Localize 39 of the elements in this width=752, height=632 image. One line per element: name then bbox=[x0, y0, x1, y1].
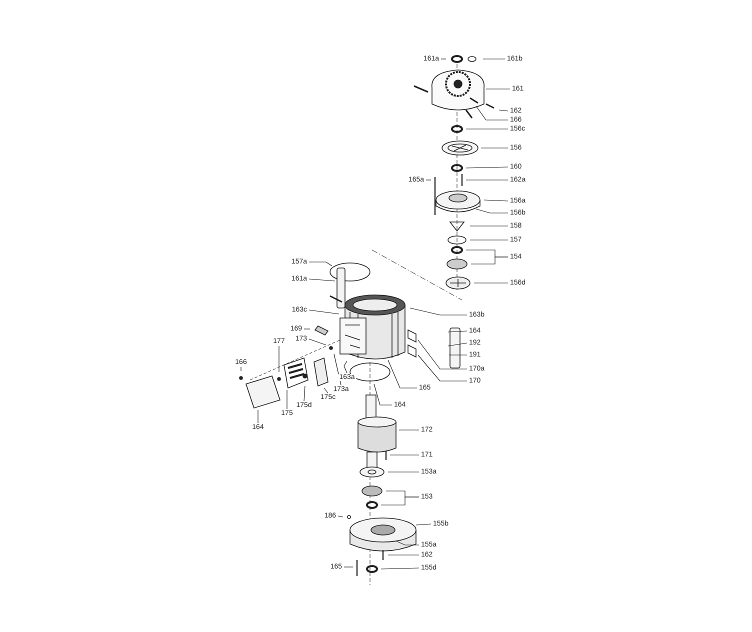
leader-line bbox=[338, 516, 344, 518]
leader-line bbox=[498, 110, 508, 112]
leader-line bbox=[308, 262, 332, 266]
leader-line bbox=[308, 310, 340, 314]
leader-line bbox=[416, 524, 432, 526]
leader-line bbox=[334, 354, 342, 386]
leader-line bbox=[486, 88, 510, 90]
leader-line bbox=[380, 496, 420, 506]
leader-line bbox=[418, 354, 468, 382]
leader-line bbox=[374, 384, 392, 406]
leader-line bbox=[278, 346, 280, 372]
leader-line bbox=[448, 342, 468, 346]
leader-line bbox=[304, 386, 306, 402]
leader-line bbox=[344, 566, 354, 568]
leader-line bbox=[286, 390, 288, 410]
leader-line bbox=[240, 366, 242, 372]
leader-line bbox=[476, 106, 508, 120]
leader-line bbox=[470, 256, 508, 264]
leader-line bbox=[476, 208, 508, 214]
leader-line bbox=[440, 58, 446, 60]
leader-line bbox=[344, 360, 348, 374]
leader-line bbox=[304, 328, 310, 330]
leader-line bbox=[448, 354, 468, 356]
leader-line bbox=[396, 540, 420, 546]
leader-line bbox=[484, 200, 508, 202]
leader-line bbox=[388, 360, 418, 388]
leader-line bbox=[474, 282, 508, 284]
leader-line bbox=[308, 338, 326, 346]
leader-line bbox=[410, 308, 468, 316]
leader-line bbox=[324, 388, 328, 394]
leader-line bbox=[418, 340, 468, 370]
leader-line bbox=[390, 454, 420, 456]
leader-line bbox=[466, 128, 508, 130]
leader-line bbox=[448, 330, 468, 332]
leader-line bbox=[388, 554, 420, 556]
leader-line bbox=[466, 166, 508, 168]
leader-line bbox=[308, 278, 336, 282]
leader-line bbox=[482, 58, 506, 60]
leader-line bbox=[380, 568, 420, 570]
